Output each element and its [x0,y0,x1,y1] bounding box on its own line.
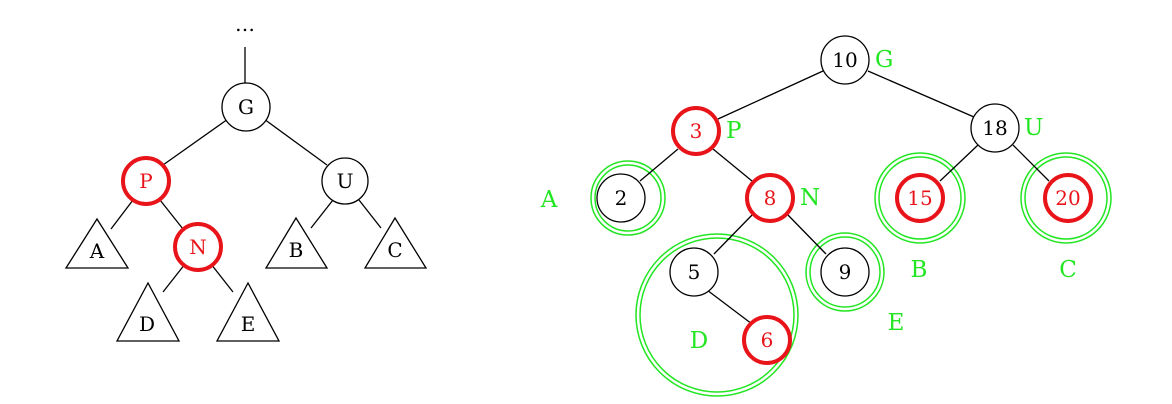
edge-P-A [110,199,134,230]
node-10: 10 [820,35,870,85]
node-18: 18 [970,103,1020,153]
subtree-C: C [363,216,428,269]
edge-P-N [159,199,184,230]
edge-5-6 [706,289,753,325]
node-2: 2 [596,173,646,223]
tag-P: P [726,118,741,144]
edge-3-8 [712,148,753,182]
edge-U-B [310,199,334,229]
node-6-label: 6 [761,328,774,352]
tag-N: N [800,185,820,211]
node-8-label: 8 [764,186,777,210]
group-D-label: D [690,328,708,354]
subtree-D-label: D [139,312,155,336]
group-E-label: E [888,310,905,336]
group-B-label: B [911,257,928,283]
group-A-label: A [540,187,558,213]
subtree-C-label: C [387,238,402,262]
node-3: 3 [671,106,721,156]
subtree-D: D [115,281,181,342]
subtree-E-label: E [241,312,256,336]
node-5-label: 5 [688,260,701,284]
node-P: P [121,156,171,206]
node-20: 20 [1043,173,1093,223]
node-18-label: 18 [982,116,1007,140]
edge-3-2 [639,148,679,182]
node-9: 9 [820,247,870,297]
subtree-B-label: B [289,238,304,262]
group-E-ring [805,232,885,312]
node-9-label: 9 [839,260,852,284]
subtree-A-label: A [89,239,105,263]
edge-G-P [162,118,229,166]
group-A-ring [590,160,666,236]
ellipsis-label: … [235,12,255,36]
tag-U: U [1024,115,1043,141]
left-tree: … A B C D E [64,12,428,342]
edge-N-D [162,263,186,293]
node-U-label: U [337,169,354,193]
edge-U-C [358,199,382,229]
group-C-label: C [1059,257,1077,283]
node-5: 5 [669,247,719,297]
subtree-B: B [264,216,329,269]
node-6: 6 [742,315,792,365]
node-10-label: 10 [832,48,857,72]
edge-8-5 [713,213,754,255]
edge-G-U [263,118,328,166]
tag-G: G [875,47,893,73]
node-P-label: P [139,169,152,193]
group-C-ring [1020,152,1112,244]
edge-18-20 [1012,144,1050,182]
node-2-label: 2 [615,186,628,210]
node-3-label: 3 [690,119,703,143]
node-G: G [221,82,271,132]
node-U: U [321,157,369,205]
subtree-A: A [64,217,130,269]
node-20-label: 20 [1055,186,1080,210]
node-8: 8 [745,173,795,223]
node-15: 15 [895,173,945,223]
node-N: N [173,222,223,272]
node-N-label: N [189,235,207,259]
node-G-label: G [238,95,254,119]
right-tree: 10 3 18 2 8 15 20 5 [540,35,1112,397]
edge-10-3 [717,70,824,120]
subtree-E: E [215,281,281,342]
edge-8-9 [786,213,827,255]
group-D-ring [635,233,799,397]
edge-18-15 [939,144,979,182]
group-B-ring [874,152,966,244]
edge-N-E [210,263,234,293]
edge-10-18 [867,70,975,118]
node-15-label: 15 [907,186,932,210]
